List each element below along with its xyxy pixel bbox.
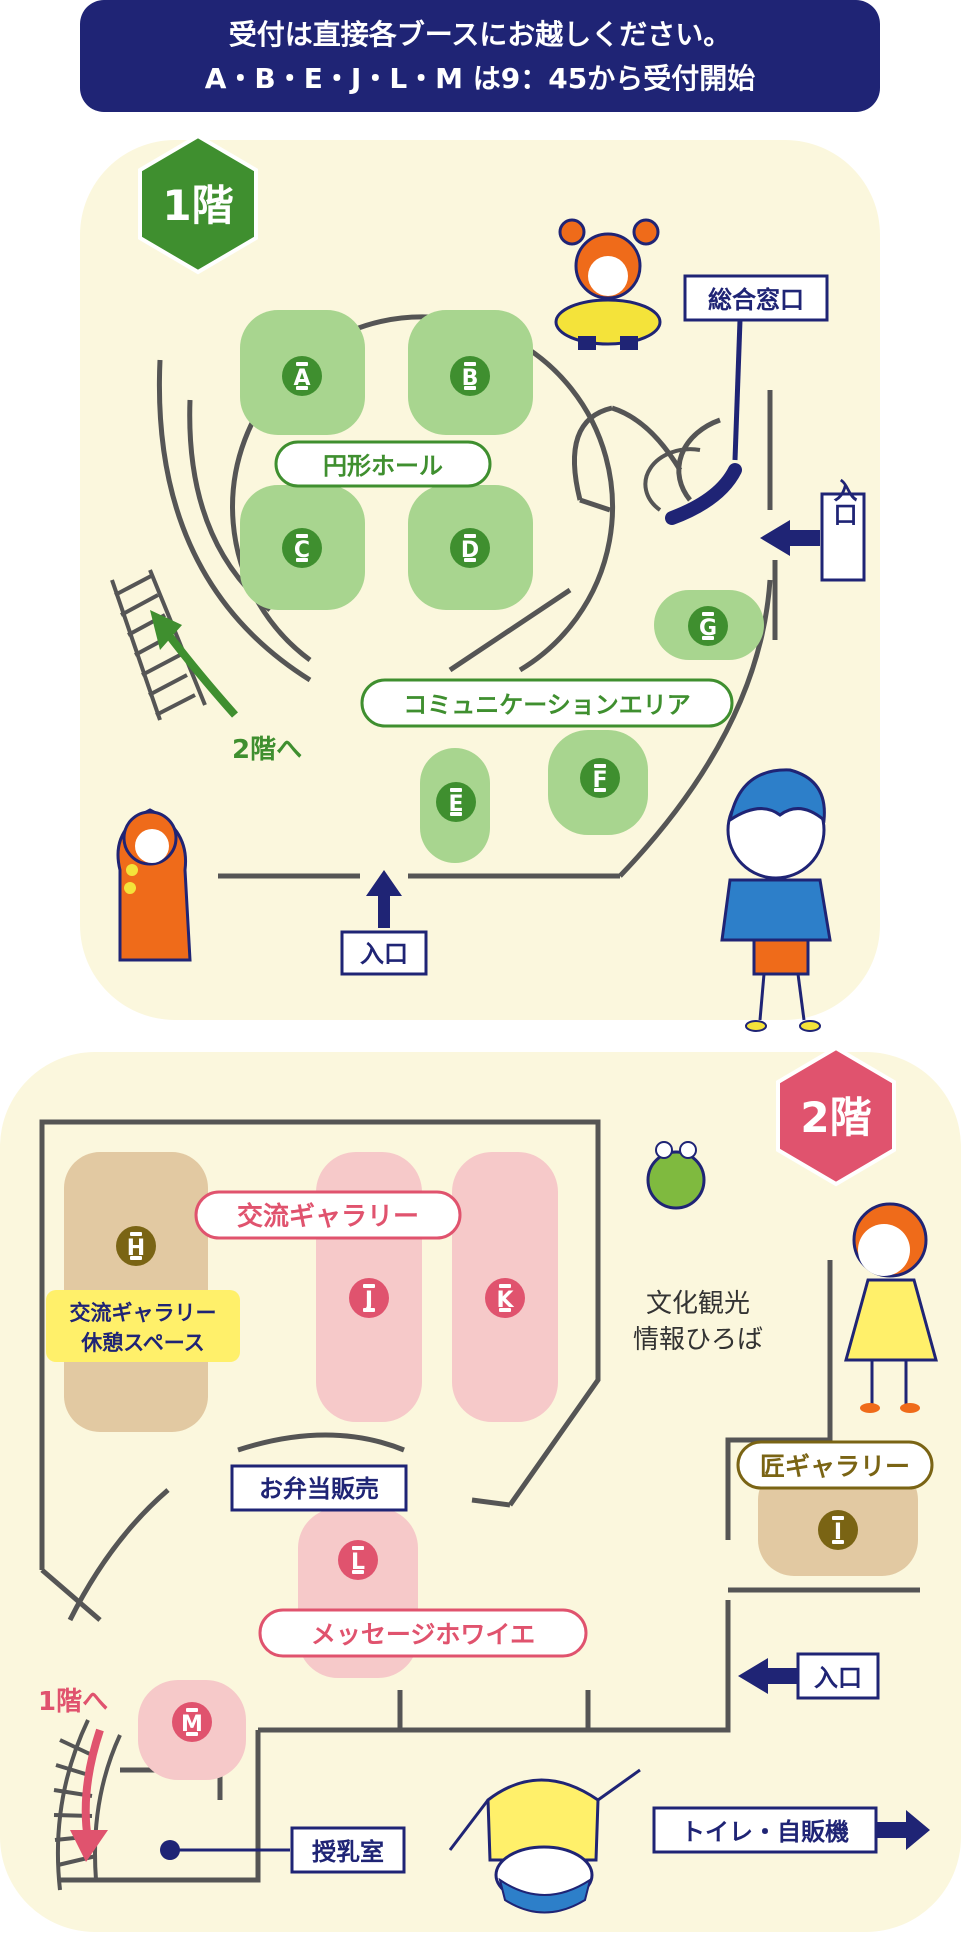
booth-A[interactable]: A (282, 356, 322, 396)
entrance-arrow-icon (738, 1658, 800, 1694)
stairs-arrow-head (150, 610, 182, 650)
booth-G-label: G (699, 616, 717, 641)
booth-F[interactable]: F (580, 758, 620, 798)
communication-area-label: コミュニケーションエリア (360, 678, 734, 728)
takumi-gallery-label: 匠ギャラリー (736, 1440, 934, 1490)
svg-text:情報ひろば: 情報ひろば (633, 1325, 763, 1355)
booth-K[interactable]: K (485, 1278, 525, 1318)
booth-A-label: A (293, 366, 310, 391)
frog-mascot-icon (646, 1141, 706, 1210)
svg-text:匠ギャラリー: 匠ギャラリー (760, 1452, 910, 1481)
booth-L-label: L (351, 1550, 365, 1575)
booth-L[interactable]: L (338, 1540, 378, 1580)
nursing-room[interactable]: 授乳室 (160, 1826, 406, 1874)
booth-M[interactable]: M (172, 1702, 212, 1742)
stairs-arrow (161, 627, 238, 718)
toilet-vending-sign[interactable]: トイレ・自販機 (652, 1806, 930, 1854)
booth-J[interactable]: J (349, 1278, 389, 1318)
entrance-arrow-icon (366, 870, 402, 928)
kimono-girl-icon (116, 808, 192, 962)
yellow-dress-girl-icon (844, 1202, 938, 1413)
svg-text:入口: 入口 (814, 1664, 862, 1692)
info-desk-label: 総合窓口 (683, 274, 829, 322)
to-floor2-label: 2階へ (232, 735, 302, 765)
bento-sales-label: お弁当販売 (230, 1464, 408, 1512)
entrance-floor1-bottom[interactable]: 入口 (340, 870, 428, 976)
svg-text:授乳室: 授乳室 (312, 1838, 384, 1866)
booth-E[interactable]: E (436, 782, 476, 822)
girl-character-icon (554, 218, 662, 350)
info-pointer-line (732, 319, 743, 461)
booth-J-label: J (363, 1288, 373, 1313)
notice-line1: 受付は直接各ブースにお越しください。 (229, 18, 732, 51)
booth-I[interactable]: I (818, 1510, 858, 1550)
rest-space-label: 交流ギャラリー 休憩スペース (46, 1290, 240, 1362)
svg-text:メッセージホワイエ: メッセージホワイエ (311, 1620, 535, 1649)
hall-label: 円形ホール (274, 440, 492, 488)
svg-text:円形ホール: 円形ホール (323, 452, 443, 480)
tourism-info-plaza-label: 文化観光 情報ひろば (633, 1289, 763, 1355)
svg-text:休憩スペース: 休憩スペース (80, 1331, 204, 1355)
booth-D-label: D (461, 538, 479, 563)
stairs-arrow-head (70, 1830, 108, 1862)
svg-text:入口: 入口 (829, 478, 857, 526)
gallery-label: 交流ギャラリー (194, 1190, 462, 1240)
floor1-badge-label: 1階 (162, 181, 233, 230)
svg-text:総合窓口: 総合窓口 (708, 286, 804, 314)
svg-text:入口: 入口 (360, 940, 408, 968)
svg-text:トイレ・自販機: トイレ・自販機 (681, 1818, 849, 1846)
stairs-arrow (81, 1728, 104, 1841)
booth-B[interactable]: B (450, 356, 490, 396)
bending-boy-icon (448, 1768, 641, 1914)
booth-C-label: C (294, 538, 310, 563)
stairs-to-floor2 (110, 569, 207, 721)
booth-H[interactable]: H (116, 1226, 156, 1266)
svg-text:交流ギャラリー: 交流ギャラリー (70, 1301, 217, 1325)
stairs-to-floor1 (53, 1719, 122, 1891)
entrance-floor1-side[interactable]: 入口 (760, 478, 866, 582)
svg-text:お弁当販売: お弁当販売 (259, 1475, 379, 1503)
booth-E-label: E (448, 792, 463, 817)
floor2-walls (39, 1119, 920, 1883)
entrance-arrow-icon (760, 520, 820, 556)
booth-M-label: M (181, 1712, 203, 1737)
booth-D[interactable]: D (450, 528, 490, 568)
floor2-badge: 2階 (776, 1045, 896, 1187)
svg-text:交流ギャラリー: 交流ギャラリー (237, 1201, 419, 1232)
booth-I-label: I (834, 1520, 842, 1545)
booth-K-label: K (496, 1288, 514, 1313)
to-floor1-label: 1階へ (38, 1687, 108, 1717)
floor1-badge: 1階 (138, 133, 258, 275)
booth-B-label: B (462, 366, 479, 391)
floor2-badge-label: 2階 (800, 1093, 871, 1142)
message-foyer-label: メッセージホワイエ (258, 1608, 588, 1658)
svg-text:コミュニケーションエリア: コミュニケーションエリア (403, 691, 691, 719)
notice-line2: A・B・E・J・L・M は9：45から受付開始 (205, 62, 755, 95)
entrance-floor2[interactable]: 入口 (738, 1652, 880, 1700)
svg-text:文化観光: 文化観光 (646, 1289, 750, 1319)
booth-F-label: F (592, 768, 607, 793)
boy-character-icon (720, 768, 832, 1032)
notice-banner: 受付は直接各ブースにお越しください。 A・B・E・J・L・M は9：45から受付… (80, 0, 880, 112)
arrow-right-icon (876, 1810, 930, 1850)
booth-C[interactable]: C (282, 528, 322, 568)
info-counter (665, 463, 742, 525)
booth-H-label: H (127, 1236, 145, 1261)
booth-G[interactable]: G (688, 606, 728, 646)
